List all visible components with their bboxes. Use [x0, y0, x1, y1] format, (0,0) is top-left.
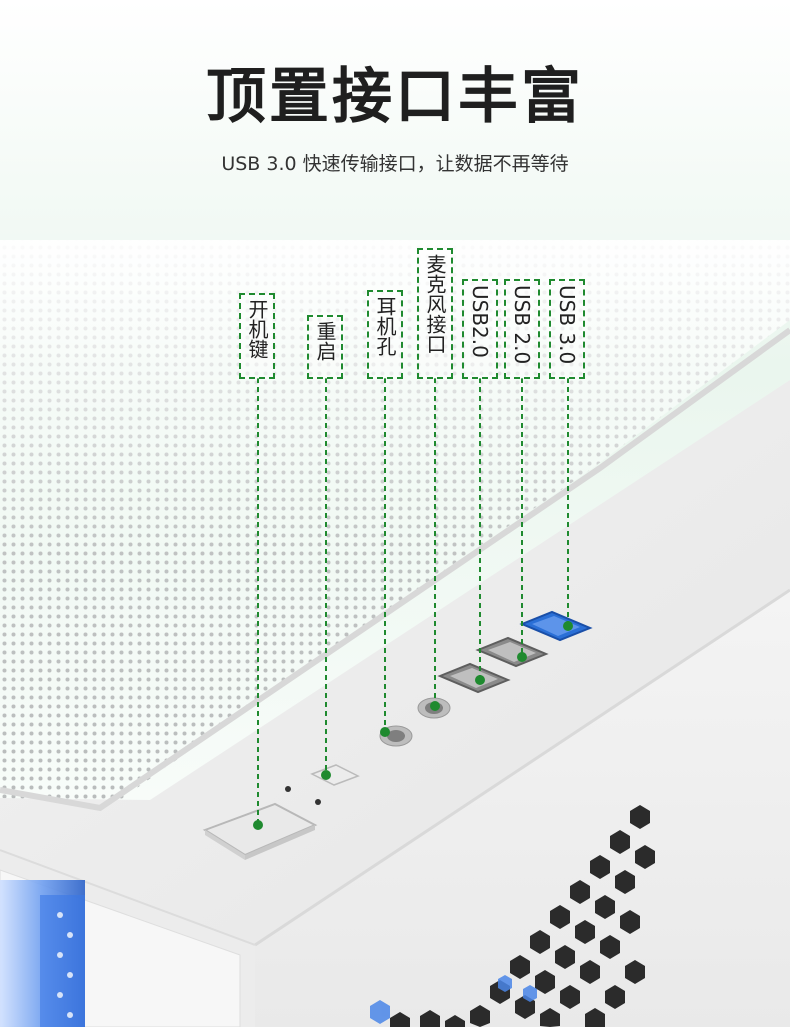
hdd-led: [315, 799, 321, 805]
case-top-surface: [0, 380, 790, 945]
case-front-face: [255, 590, 790, 1027]
label-reset-button: 重启: [307, 315, 343, 379]
label-headphone-jack: 耳机孔: [367, 290, 403, 379]
reset-button[interactable]: [310, 764, 360, 786]
label-usb3-port: USB 3.0: [549, 279, 585, 379]
callout-lines: [257, 378, 569, 825]
label-usb2-port-1: USB2.0: [462, 279, 498, 379]
label-usb2-port-2: USB 2.0: [504, 279, 540, 379]
callout-dots: [253, 621, 573, 830]
label-microphone-jack: 麦克风接口: [417, 248, 453, 379]
hex-vent-blue-light: [370, 975, 537, 1024]
power-led: [285, 786, 291, 792]
hex-vent-grid: [390, 805, 655, 1027]
page-title: 顶置接口丰富: [206, 62, 584, 132]
usb2-port-1[interactable]: [437, 662, 511, 694]
page-subtitle: USB 3.0 快速传输接口，让数据不再等待: [221, 153, 569, 175]
label-power-button: 开机键: [239, 293, 275, 379]
